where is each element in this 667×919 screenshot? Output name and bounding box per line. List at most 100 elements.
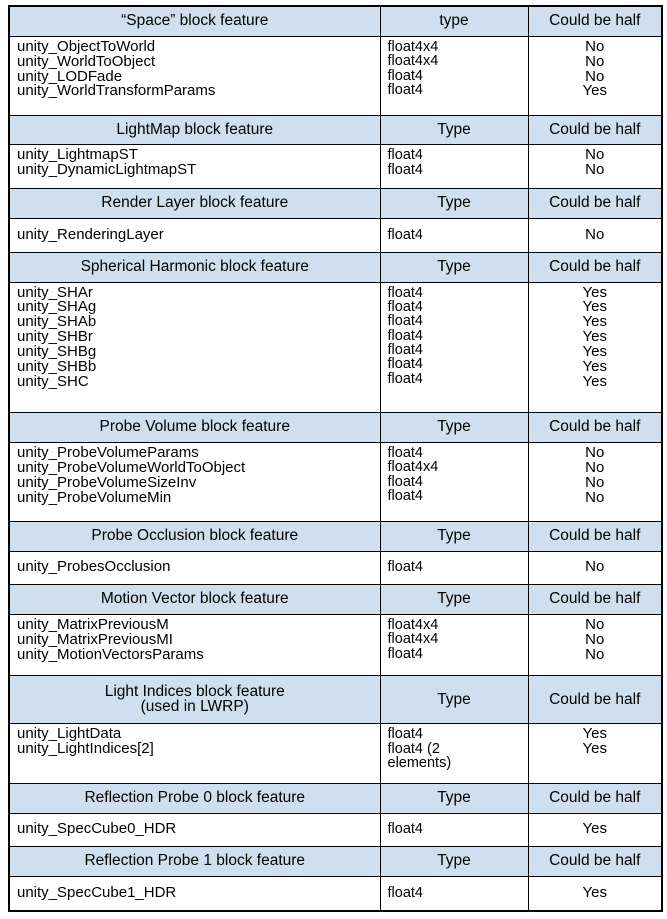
- cell-type-value: float4: [387, 645, 423, 662]
- cell-could-be-half-value: No: [585, 37, 605, 55]
- cell-type-value: float4: [387, 341, 423, 358]
- section-header-feature: Probe Occlusion block feature: [8, 520, 381, 552]
- cell-feature-name-value: unity_SpecCube0_HDR: [17, 820, 177, 838]
- section-header-feature: Spherical Harmonic block feature: [8, 251, 381, 283]
- cell-could-be-half-value: No: [585, 488, 605, 506]
- cell-type-value: float4: [387, 67, 423, 84]
- cell-type-value: float4x4: [387, 631, 439, 648]
- cell-type-stack: float4: [388, 560, 528, 575]
- cell-could-be-half: Yes: [527, 876, 663, 912]
- cell-feature-name-value: unity_ProbeVolumeWorldToObject: [17, 458, 246, 476]
- cell-type-value: float4: [387, 161, 423, 178]
- cell-could-be-half-value: Yes: [582, 82, 607, 100]
- section-header-could-be-half: Could be half: [527, 584, 663, 616]
- section-header-type: Type: [379, 188, 529, 220]
- cell-feature-name-value: unity_MotionVectorsParams: [17, 645, 204, 663]
- cell-feature-name-value: unity_SHBb: [17, 357, 97, 375]
- cell-feature-name-value: unity_RenderingLayer: [17, 225, 164, 243]
- cell-could-be-half-value: No: [585, 146, 605, 164]
- cell-feature-name-value: unity_LightIndices[2]: [17, 740, 154, 758]
- cell-could-be-half-value: Yes: [582, 725, 607, 743]
- cell-could-be-half-value: Yes: [582, 820, 607, 838]
- table-row: unity_SpecCube0_HDR float4 Yes: [8, 812, 663, 848]
- cell-feature-name-stack: unity_SpecCube0_HDR: [17, 820, 380, 838]
- section-header-type: Type: [379, 584, 529, 616]
- section-header-could-be-half: Could be half: [527, 846, 663, 878]
- section-header-type: Type: [379, 412, 529, 444]
- section-header-feature: Reflection Probe 1 block feature: [8, 846, 381, 878]
- cell-type-value: float4: [387, 298, 423, 315]
- cell-type-value: float4x4: [387, 617, 439, 634]
- cell-could-be-half-value: Yes: [582, 298, 607, 316]
- cell-type: float4: [379, 218, 529, 253]
- cell-could-be-half: Yes: [527, 812, 663, 848]
- cell-could-be-half-value: Yes: [582, 740, 607, 758]
- cell-type-stack: float4: [387, 226, 528, 243]
- cell-feature-name-value: unity_ProbeVolumeMin: [17, 488, 172, 506]
- section-header-could-be-half: Could be half: [527, 412, 663, 444]
- cell-feature-name-value: unity_SHBg: [17, 342, 97, 360]
- cell-feature-name: unity_SpecCube1_HDR: [8, 876, 381, 912]
- cell-could-be-half: No: [527, 550, 663, 586]
- cell-type-stack: float4: [388, 822, 528, 837]
- cell-feature-name-value: unity_SpecCube1_HDR: [17, 883, 177, 901]
- cell-could-be-half-value: Yes: [582, 328, 607, 346]
- cell-type-value: float4x4: [387, 53, 439, 70]
- cell-could-be-half-value: Yes: [582, 283, 607, 301]
- cell-could-be-half-value: No: [585, 458, 605, 476]
- cell-feature-name-value: unity_LODFade: [17, 67, 123, 85]
- cell-feature-name: unity_ProbesOcclusion: [8, 550, 381, 586]
- cell-could-be-half-stack: No: [529, 227, 662, 243]
- cell-feature-name: unity_RenderingLayer: [8, 218, 381, 253]
- cell-could-be-half-value: No: [585, 616, 605, 634]
- cell-type-value: float4: [387, 726, 423, 743]
- cell-feature-name-value: unity_SHBr: [17, 328, 93, 346]
- cell-feature-name-value: unity_SHAg: [17, 298, 97, 316]
- cell-could-be-half-value: No: [585, 67, 605, 85]
- cell-type-value: float4: [387, 147, 423, 164]
- cell-could-be-half-value: Yes: [582, 883, 607, 901]
- section-header-could-be-half: Could be half: [527, 675, 663, 725]
- section-header-type: Type: [379, 846, 529, 878]
- cell-type-value: float4: [387, 226, 423, 243]
- cell-could-be-half-value: Yes: [582, 357, 607, 375]
- cell-feature-name-value: unity_LightData: [17, 725, 122, 743]
- cell-type-value: float4: [387, 284, 423, 301]
- cell-feature-name-stack: unity_ProbesOcclusion: [17, 559, 380, 575]
- cell-could-be-half-value: No: [585, 630, 605, 648]
- cell-feature-name-value: unity_MatrixPreviousM: [17, 616, 169, 634]
- cell-type-value: float4: [387, 313, 423, 330]
